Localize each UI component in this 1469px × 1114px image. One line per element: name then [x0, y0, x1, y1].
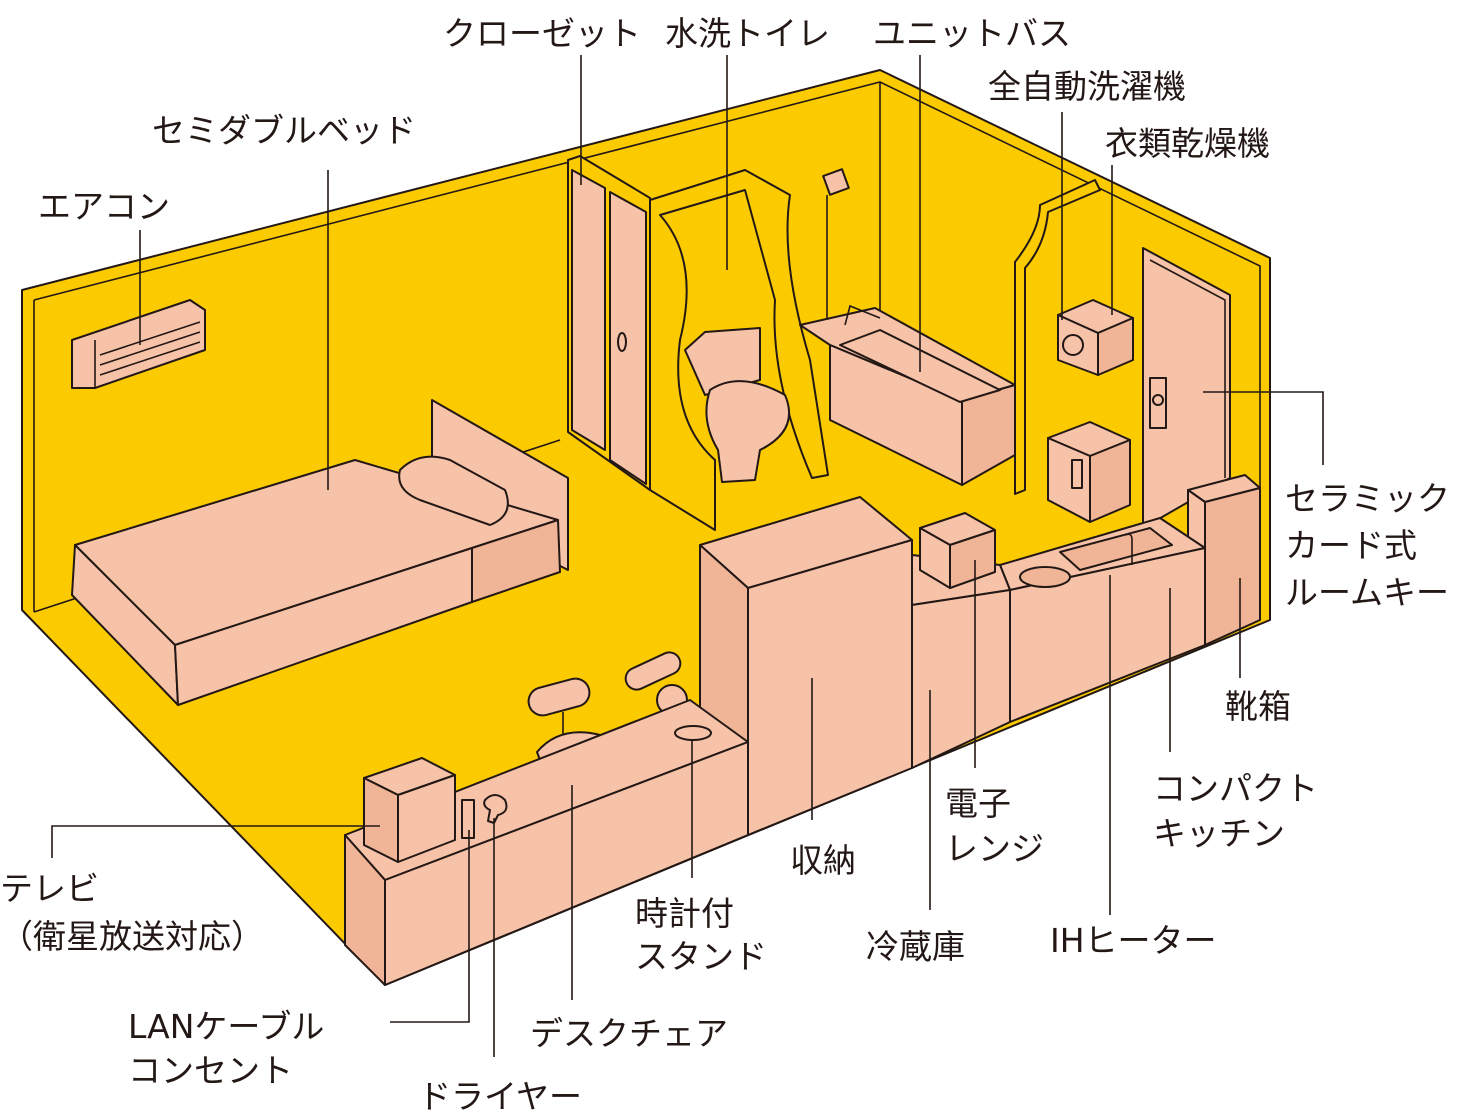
label-card-key-1: セラミック — [1285, 479, 1450, 518]
label-dryer: 衣類乾燥機 — [1105, 124, 1270, 163]
label-kitchen-2: キッチン — [1153, 814, 1285, 853]
label-clock-stand-2: スタンド — [635, 937, 767, 976]
label-closet: クローゼット — [443, 14, 641, 53]
entrance-door — [1142, 247, 1231, 529]
label-kitchen-1: コンパクト — [1153, 769, 1318, 808]
label-unit-bath: ユニットバス — [873, 14, 1071, 53]
leader-lines — [51, 55, 1324, 1057]
label-bed: セミダブルベッド — [152, 111, 416, 150]
label-microwave-1: 電子 — [945, 784, 1011, 823]
bed — [71, 399, 569, 706]
storage — [699, 496, 913, 836]
unit-bath — [799, 168, 1016, 486]
room-floor-walls — [21, 69, 1271, 986]
label-storage: 収納 — [790, 841, 856, 880]
wall-edge — [33, 81, 1261, 620]
washer — [1047, 421, 1131, 523]
dryer — [1057, 299, 1134, 376]
closet — [567, 155, 651, 491]
partition — [1014, 179, 1101, 495]
label-aircon: エアコン — [38, 187, 170, 226]
label-shoe-box: 靴箱 — [1225, 687, 1291, 726]
fridge — [911, 554, 1011, 769]
label-microwave-2: レンジ — [945, 829, 1044, 868]
label-clock-stand-1: 時計付 — [635, 894, 734, 933]
label-lan-1: LANケーブル — [128, 1007, 324, 1046]
label-tv-2: （衛星放送対応） — [0, 917, 264, 956]
aircon — [71, 299, 206, 389]
tv — [363, 757, 456, 863]
label-fridge: 冷蔵庫 — [866, 927, 965, 966]
label-hair-dryer: ドライヤー — [418, 1077, 582, 1114]
label-tv-1: テレビ — [0, 869, 99, 908]
label-ih-heater: IHヒーター — [1050, 921, 1217, 960]
toilet — [649, 169, 829, 531]
label-desk-chair: デスクチェア — [530, 1014, 728, 1053]
hair-dryer — [483, 794, 508, 824]
label-card-key-2: カード式 — [1285, 526, 1417, 565]
lan-outlet — [461, 799, 475, 839]
microwave — [919, 512, 996, 589]
label-toilet: 水洗トイレ — [665, 14, 830, 53]
label-washer: 全自動洗濯機 — [988, 67, 1186, 106]
label-card-key-3: ルームキー — [1285, 573, 1449, 612]
label-lan-2: コンセント — [128, 1051, 293, 1090]
